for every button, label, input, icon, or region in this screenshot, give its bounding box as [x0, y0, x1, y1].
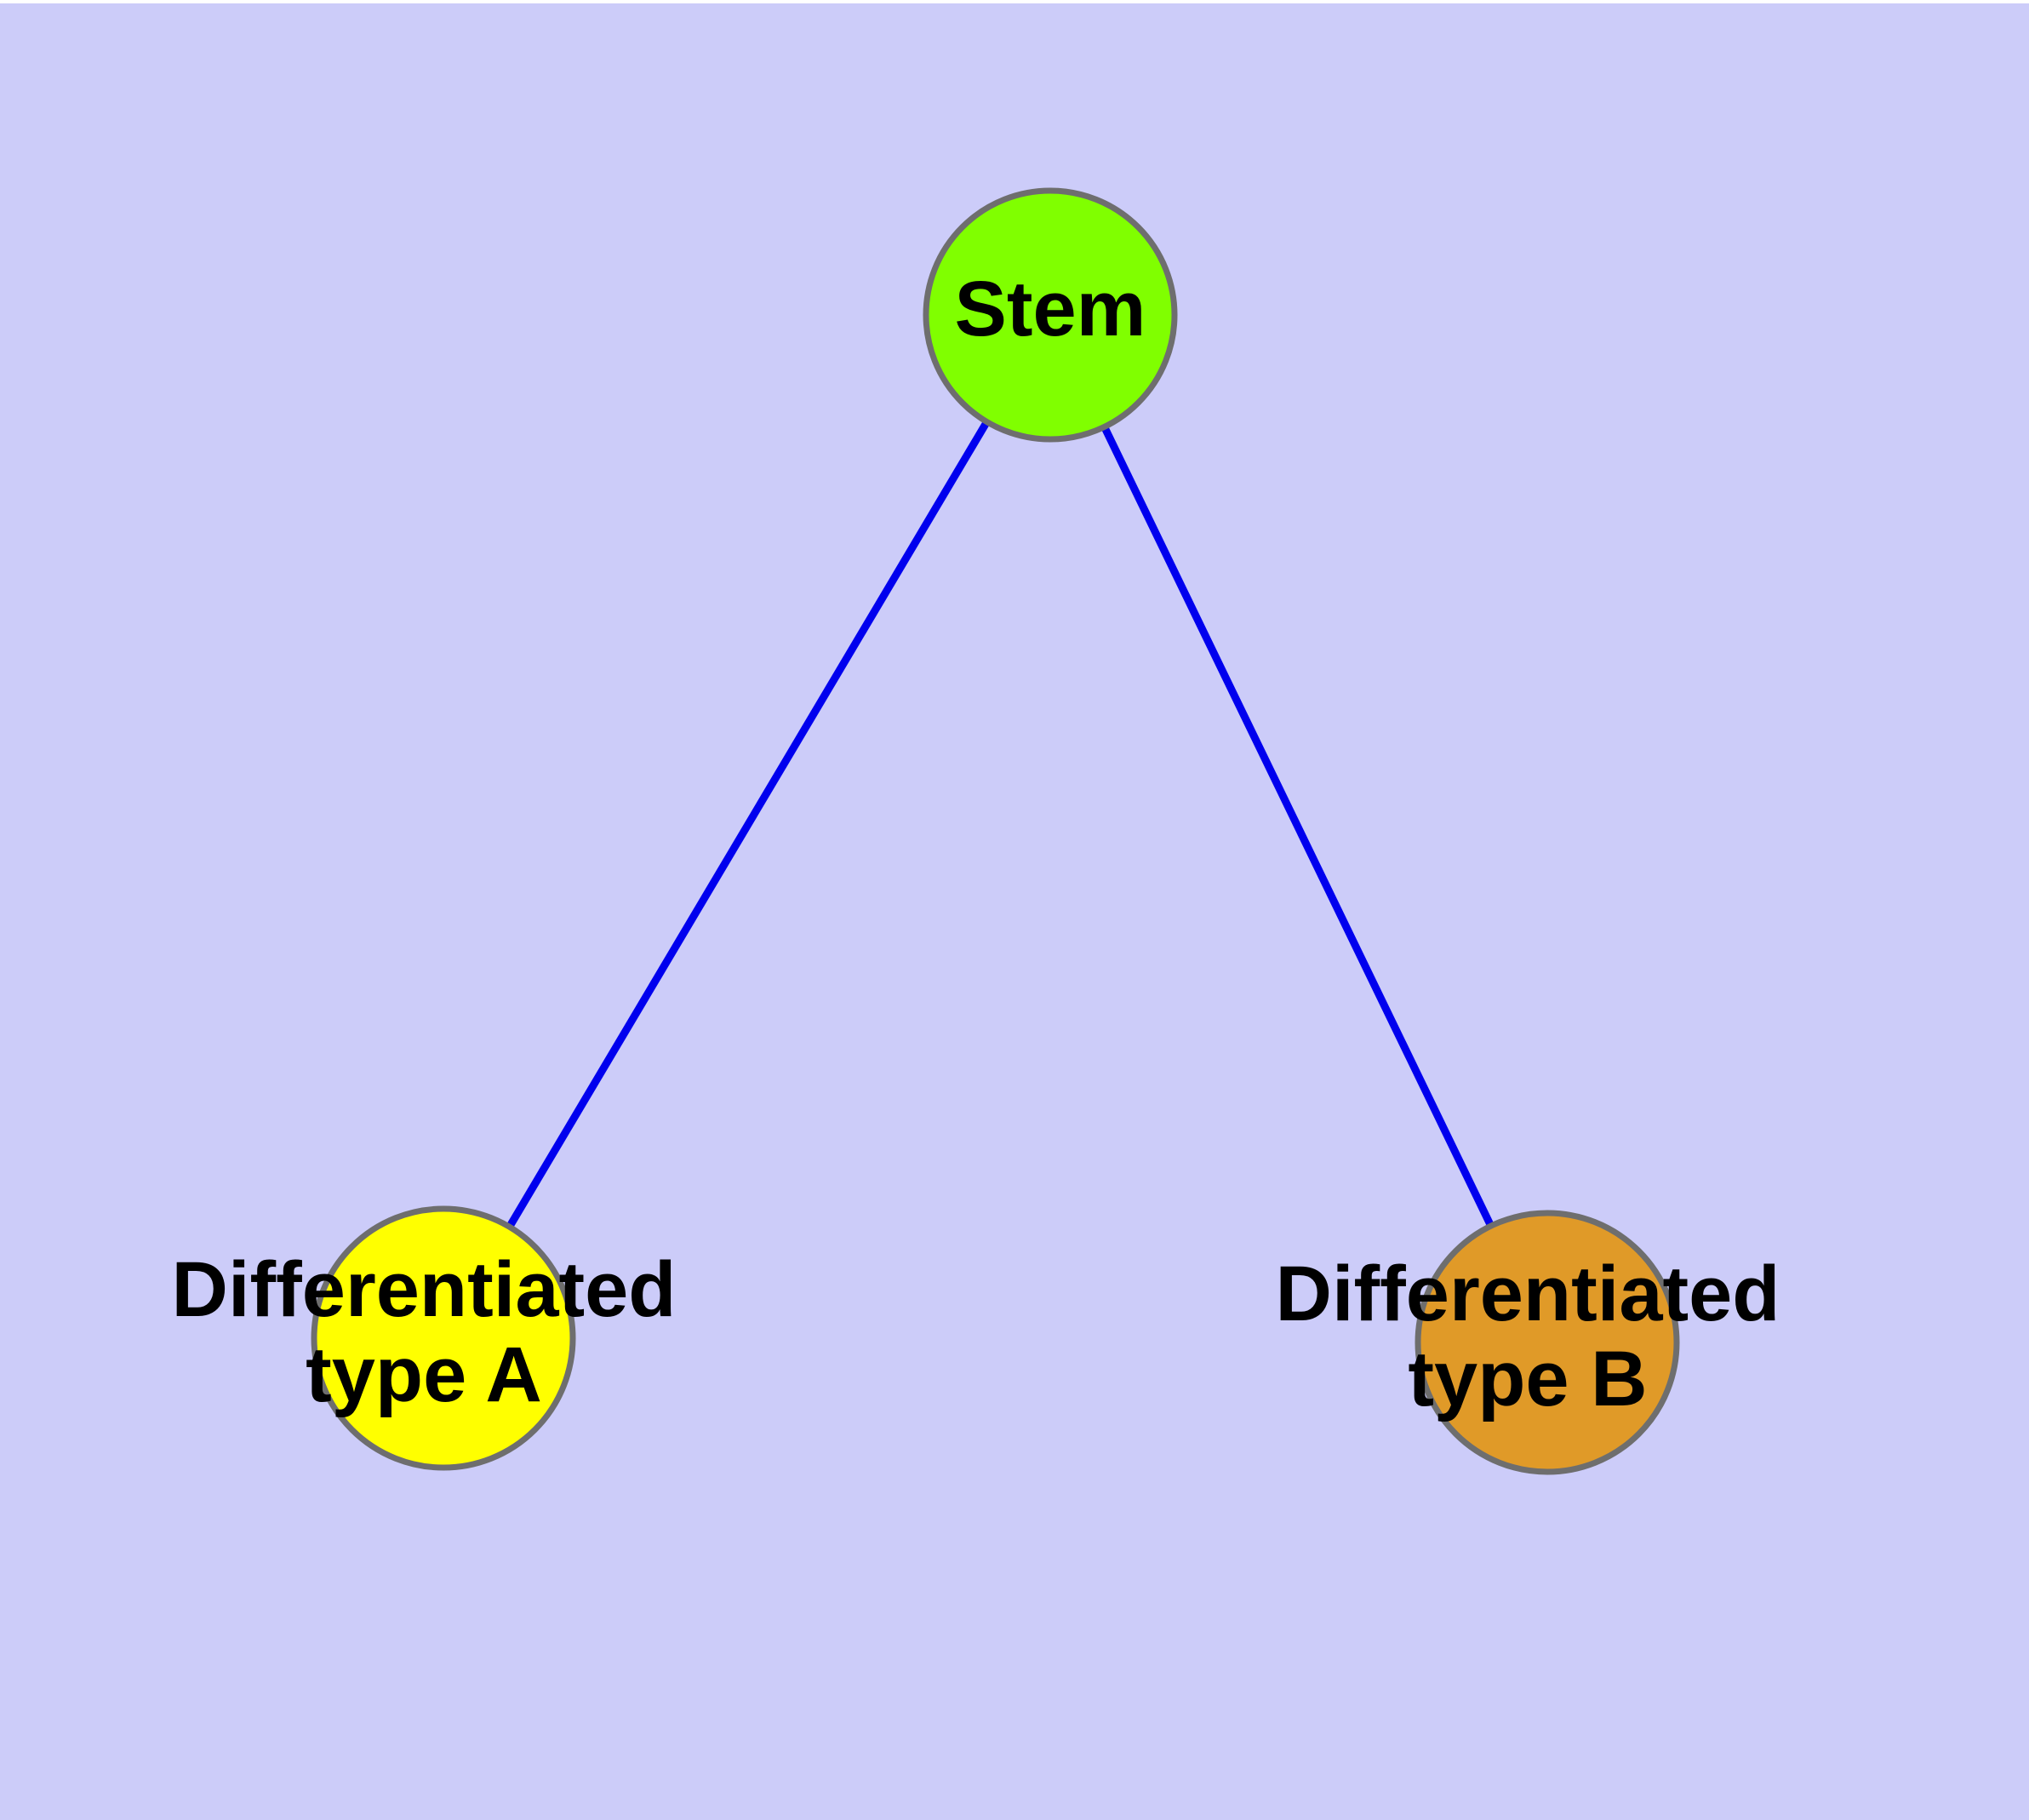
- node-stem[interactable]: [923, 187, 1178, 443]
- edge-stem-diff-a: [440, 312, 1054, 1341]
- node-label-line: Differentiated: [172, 1246, 677, 1333]
- node-label-stem: Stem: [955, 266, 1146, 352]
- node-diff_a[interactable]: [311, 1205, 576, 1471]
- node-label-line: Stem: [955, 266, 1146, 352]
- node-label-line: type B: [1408, 1336, 1647, 1422]
- edges-group: [440, 312, 1552, 1344]
- node-label-line: type A: [306, 1331, 542, 1418]
- nodes-group: [311, 187, 1680, 1475]
- edge-stem-diff-b: [1046, 313, 1552, 1344]
- node-label-line: Differentiated: [1276, 1251, 1780, 1337]
- node-diff_b[interactable]: [1415, 1210, 1680, 1475]
